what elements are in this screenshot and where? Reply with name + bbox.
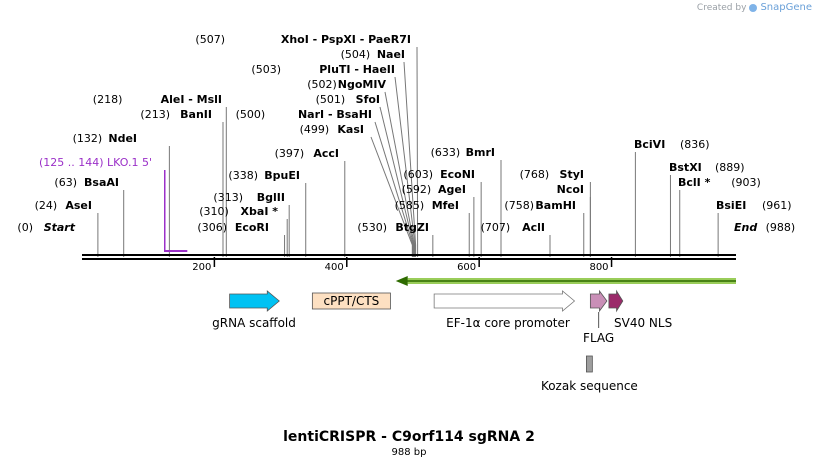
cut-site-name: BanII xyxy=(180,108,212,121)
cut-site-position: (961) xyxy=(762,199,792,212)
cut-site-name: KasI xyxy=(337,123,364,136)
cut-site-position: (310) xyxy=(199,205,229,218)
feature-label: SV40 NLS xyxy=(614,316,672,330)
cut-site-position: (501) xyxy=(316,93,346,106)
cut-site-position: (397) xyxy=(275,147,305,160)
cut-site-line xyxy=(374,121,414,257)
feature-label: FLAG xyxy=(583,331,614,345)
cut-site-position: (504) xyxy=(341,48,371,61)
cut-site-name: StyI xyxy=(560,168,584,181)
feature-cppt-cts[interactable] xyxy=(311,292,391,310)
cut-site-position: (988) xyxy=(766,221,796,234)
cut-site-name: PluTI - HaeII xyxy=(319,63,395,76)
credit-prefix: Created by xyxy=(696,2,747,13)
cut-site-position: (530) xyxy=(357,221,387,234)
cut-site-line xyxy=(370,136,413,257)
feature-label: EF-1α core promoter xyxy=(446,316,570,330)
cut-site-position: (338) xyxy=(228,169,258,182)
cut-site-position: (707) xyxy=(481,221,511,234)
cut-site-name: BciVI xyxy=(634,138,665,151)
cut-site-name: AleI - MslI xyxy=(161,93,222,106)
cut-site-name: BsiEI xyxy=(716,199,746,212)
map-title: lentiCRISPR - C9orf114 sgRNA 2 xyxy=(283,429,535,445)
cut-site-name: SfoI xyxy=(356,93,380,106)
ruler-tick-label: 400 xyxy=(325,262,344,273)
cut-site-name: BtgZI xyxy=(395,221,429,234)
snapgene-credit: Created by SnapGene xyxy=(697,2,812,13)
ruler-tick-label: 600 xyxy=(457,262,476,273)
cut-site-name: MfeI xyxy=(432,199,459,212)
snapgene-logo-icon xyxy=(749,3,758,12)
credit-brand: SnapGene xyxy=(760,2,812,13)
cut-site-name: BglII xyxy=(257,191,285,204)
cut-site-name: AccI xyxy=(313,147,339,160)
cut-site-position: (500) xyxy=(236,108,266,121)
cut-site-position: (24) xyxy=(35,199,58,212)
cut-site-line xyxy=(379,106,415,257)
cut-site-name: BmrI xyxy=(466,146,495,159)
cut-site-position: (836) xyxy=(680,138,710,151)
cut-site-name: NdeI xyxy=(108,132,137,145)
cut-site-name: XbaI * xyxy=(241,205,279,218)
cut-site-position: (306) xyxy=(197,221,227,234)
cut-site-position: (502) xyxy=(307,78,337,91)
cut-site-name: NcoI xyxy=(557,183,584,196)
cut-site-name: XhoI - PspXI - PaeR7I xyxy=(281,33,411,46)
map-subtitle: 988 bp xyxy=(392,447,427,458)
cut-site-name: NgoMIV xyxy=(338,78,387,91)
cut-site-name: NaeI xyxy=(377,48,405,61)
cut-site-position: (313) xyxy=(213,191,243,204)
cut-site-line xyxy=(384,91,415,257)
orf-arrowhead-icon xyxy=(395,276,408,286)
cut-site-position: (499) xyxy=(300,123,330,136)
ruler-tick-label: 800 xyxy=(589,262,608,273)
cut-site-name: BstXI xyxy=(669,161,702,174)
cut-site-name: NarI - BsaHI xyxy=(298,108,372,121)
cut-site-position: (903) xyxy=(731,176,761,189)
cut-site-name: AgeI xyxy=(438,183,466,196)
feature-ef-1-core-promoter[interactable] xyxy=(433,290,576,312)
cut-site-name: Start xyxy=(44,221,76,234)
cut-site-name: EcoNI xyxy=(440,168,475,181)
cut-site-position: (758) xyxy=(504,199,534,212)
cut-site-name: BamHI xyxy=(535,199,576,212)
cut-site-name: AseI xyxy=(65,199,92,212)
feature-kozak-sequence[interactable] xyxy=(586,355,593,373)
cut-site-name: End xyxy=(734,221,757,234)
feature-sv40-nls[interactable] xyxy=(608,289,624,313)
cut-site-position: (889) xyxy=(715,161,745,174)
ruler-tick-label: 200 xyxy=(192,262,211,273)
primer-label: (125 .. 144) LKO.1 5' xyxy=(39,156,152,169)
cut-site-position: (63) xyxy=(54,176,77,189)
cut-site-position: (132) xyxy=(73,132,103,145)
feature-label: gRNA scaffold xyxy=(212,316,296,330)
cut-site-position: (768) xyxy=(520,168,550,181)
cut-site-name: BpuEI xyxy=(264,169,300,182)
cut-site-name: AclI xyxy=(522,221,545,234)
feature-label: Kozak sequence xyxy=(541,379,638,393)
cut-site-position: (503) xyxy=(251,63,281,76)
cut-site-position: (213) xyxy=(140,108,170,121)
cut-site-position: (633) xyxy=(431,146,461,159)
cut-site-line xyxy=(403,61,417,257)
cut-site-position: (0) xyxy=(17,221,33,234)
cut-site-line xyxy=(416,46,419,257)
feature-flag[interactable] xyxy=(589,289,608,313)
cut-site-position: (585) xyxy=(395,199,425,212)
cut-site-name: BsaAI xyxy=(84,176,119,189)
cut-site-position: (592) xyxy=(402,183,432,196)
cut-site-name: BclI * xyxy=(678,176,711,189)
cut-site-position: (603) xyxy=(403,168,433,181)
cut-site-name: EcoRI xyxy=(235,221,269,234)
cut-site-position: (507) xyxy=(195,33,225,46)
cut-site-line xyxy=(394,76,416,257)
feature-label: cPPT/CTS xyxy=(324,294,380,308)
cut-site-position: (218) xyxy=(93,93,123,106)
feature-grna-scaffold[interactable] xyxy=(229,290,280,312)
